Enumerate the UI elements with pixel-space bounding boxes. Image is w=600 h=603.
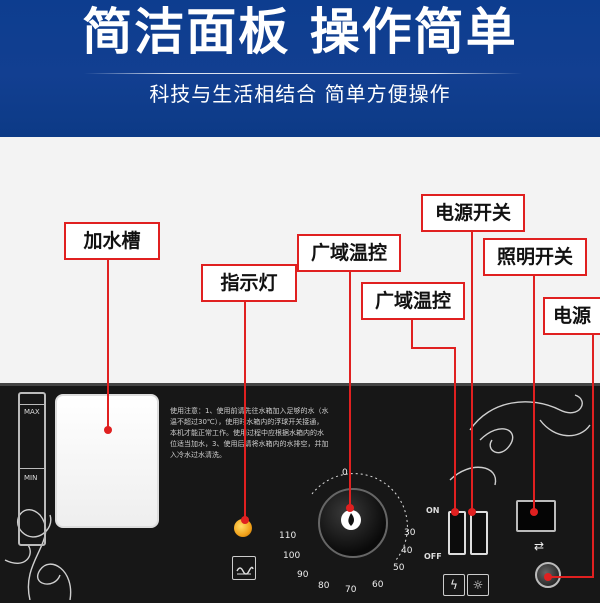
dial-label-110: 110	[279, 531, 297, 541]
callout-indicator: 指示灯	[201, 264, 297, 302]
dial-label-40: 40	[401, 546, 413, 556]
indicator-lamp	[234, 519, 252, 537]
dial-label-50: 50	[393, 563, 405, 573]
knob-flame-icon	[341, 510, 361, 530]
banner-divider	[84, 73, 522, 74]
gauge-min-label: MIN	[24, 474, 38, 482]
socket-plug-icon: ⇄	[533, 539, 545, 553]
switch-on-label: ON	[426, 506, 440, 515]
dial-label-100: 100	[283, 551, 301, 561]
power-button[interactable]	[535, 562, 561, 588]
callout-light-switch: 照明开关	[483, 238, 587, 276]
switch-off-label: OFF	[424, 552, 442, 561]
callout-temp-control-2: 广域温控	[361, 282, 465, 320]
dial-label-30: 30	[404, 528, 416, 538]
light-rocker-switch[interactable]	[470, 511, 488, 555]
temperature-knob[interactable]	[318, 488, 388, 558]
gauge-max-label: MAX	[24, 408, 40, 416]
lamp-icon: ☼	[467, 574, 489, 596]
water-level-gauge	[18, 392, 46, 546]
banner-subtitle: 科技与生活相结合 简单方便操作	[149, 82, 451, 106]
banner-title: 简洁面板 操作简单	[82, 3, 518, 61]
callout-power: 电源	[543, 297, 600, 335]
callout-water-tank: 加水槽	[64, 222, 160, 260]
dial-label-70: 70	[345, 585, 357, 595]
dial-label-60: 60	[372, 580, 384, 590]
water-tank-lid[interactable]	[55, 394, 159, 528]
usage-instructions: 使用注意：1、使用前请先往水箱加入足够的水（水温不超过30℃），使用时水箱内的浮…	[170, 407, 329, 459]
lightning-icon: ϟ	[443, 574, 465, 596]
gauge-min-line	[18, 468, 44, 469]
gauge-max-line	[18, 404, 44, 405]
dial-label-90: 90	[297, 570, 309, 580]
heater-icon	[232, 556, 256, 580]
dial-label-0: 0	[342, 468, 348, 478]
header-banner: 简洁面板 操作简单 科技与生活相结合 简单方便操作	[0, 0, 600, 137]
power-rocker-switch[interactable]	[448, 511, 466, 555]
callout-power-switch: 电源开关	[421, 194, 525, 232]
dial-label-80: 80	[318, 581, 330, 591]
callout-temp-control-1: 广域温控	[297, 234, 401, 272]
power-socket	[516, 500, 556, 532]
